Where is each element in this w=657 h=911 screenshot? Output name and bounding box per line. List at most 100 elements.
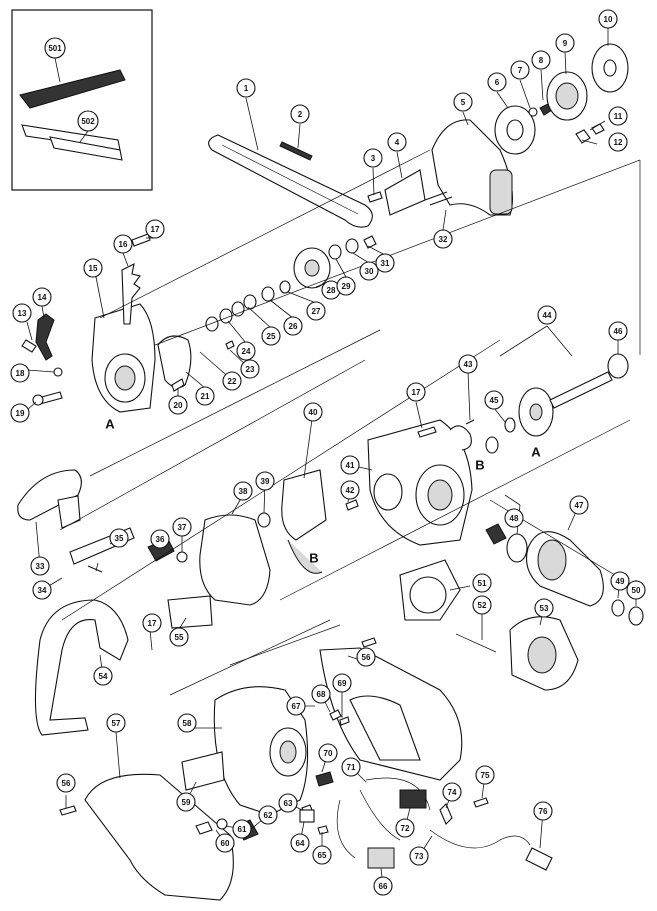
callout-label: 54 [99, 672, 108, 681]
callout-label: 24 [242, 347, 251, 356]
callout-label: 32 [439, 235, 448, 244]
callout-67: 67 [286, 696, 306, 716]
callout-label: 64 [296, 839, 305, 848]
callout-50: 50 [626, 580, 646, 600]
callout-502: 502 [77, 110, 99, 132]
callout-3: 3 [363, 148, 383, 168]
callout-circle [340, 455, 360, 475]
callout-circle [169, 627, 189, 647]
callout-label: 35 [115, 534, 124, 543]
callout-label: 51 [478, 579, 487, 588]
callout-1: 1 [236, 78, 256, 98]
callout-24: 24 [236, 341, 256, 361]
callout-label: 38 [239, 487, 248, 496]
callout-circle [145, 219, 165, 239]
callout-52: 52 [472, 595, 492, 615]
callout-27: 27 [306, 301, 326, 321]
callout-8: 8 [531, 50, 551, 70]
callout-14: 14 [32, 287, 52, 307]
callout-circle [487, 72, 507, 92]
callout-circle [176, 792, 196, 812]
callout-label: 69 [338, 679, 347, 688]
callout-circle [83, 258, 103, 278]
callout-circle [261, 326, 281, 346]
callout-23: 23 [240, 359, 260, 379]
assembly-guide-lines [59, 149, 641, 696]
callout-label: 6 [495, 78, 500, 87]
callout-label: 68 [317, 690, 326, 699]
screw-75 [473, 797, 489, 808]
callout-66: 66 [373, 876, 393, 896]
callout-circle [453, 92, 473, 112]
callout-54: 54 [93, 666, 113, 686]
callout-60: 60 [215, 833, 235, 853]
callout-57: 57 [106, 713, 126, 733]
callout-circle [510, 60, 530, 80]
screw-23 [225, 340, 235, 350]
callout-circle [172, 517, 192, 537]
callout-circle [409, 846, 429, 866]
washer-26 [261, 286, 275, 302]
callout-label: 62 [264, 811, 273, 820]
callout-55: 55 [169, 627, 189, 647]
callout-49: 49 [610, 571, 630, 591]
spring-13 [21, 339, 37, 353]
callout-label: 48 [510, 514, 519, 523]
callout-label: 17 [151, 225, 160, 234]
callout-21: 21 [195, 386, 215, 406]
callout-circle [150, 529, 170, 549]
callout-15: 15 [83, 258, 103, 278]
callout-70: 70 [318, 743, 338, 763]
callout-circle [232, 819, 252, 839]
callout-circle [77, 110, 99, 132]
washer-49 [611, 599, 625, 617]
callout-label: 30 [365, 267, 374, 276]
callout-69: 69 [332, 673, 352, 693]
screw-20 [171, 378, 185, 392]
callout-label: 63 [284, 799, 293, 808]
switch-72 [399, 789, 427, 809]
callout-31: 31 [375, 253, 395, 273]
callout-circle [475, 765, 495, 785]
washer-29 [328, 244, 342, 260]
callout-label: 40 [309, 408, 318, 417]
callout-33: 33 [30, 556, 50, 576]
callout-label: 74 [448, 788, 457, 797]
wires-71 [336, 777, 431, 859]
callout-label: 7 [518, 66, 523, 75]
callout-circle [363, 148, 383, 168]
callout-circle [93, 666, 113, 686]
callout-9: 9 [555, 33, 575, 53]
screw-56a [361, 637, 377, 648]
callout-circle [258, 805, 278, 825]
callout-circle [255, 471, 275, 491]
callout-label: 37 [178, 523, 187, 532]
accessory-inset [11, 9, 153, 191]
callout-label: 4 [395, 138, 400, 147]
callout-circle [534, 598, 554, 618]
callout-71: 71 [341, 757, 361, 777]
callout-label: 73 [415, 852, 424, 861]
callout-label: 1 [244, 84, 249, 93]
callout-7: 7 [510, 60, 530, 80]
callout-circle [290, 104, 310, 124]
callout-label: 13 [18, 309, 27, 318]
callout-label: 70 [324, 749, 333, 758]
callout-circle [373, 876, 393, 896]
callout-label: 33 [36, 562, 45, 571]
callout-circle [332, 673, 352, 693]
callout-label: 15 [89, 264, 98, 273]
motor-group [399, 494, 644, 691]
callout-label: 29 [342, 282, 351, 291]
callout-32: 32 [433, 229, 453, 249]
callout-label: 49 [616, 577, 625, 586]
callout-label: 14 [38, 293, 47, 302]
callout-circle [215, 833, 235, 853]
callout-58: 58 [177, 713, 197, 733]
callout-4: 4 [387, 132, 407, 152]
washer-37 [176, 551, 188, 563]
callout-label: 56 [362, 653, 371, 662]
ring-18 [53, 367, 63, 377]
callout-circle [109, 528, 129, 548]
